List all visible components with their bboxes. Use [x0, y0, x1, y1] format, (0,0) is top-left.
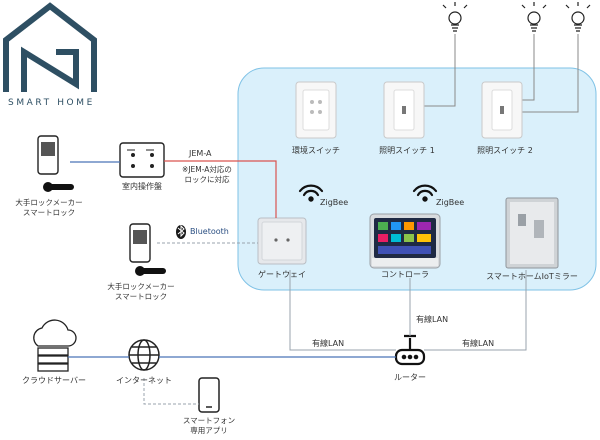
cloud-server-label: クラウドサーバー [22, 376, 86, 385]
env-switch-device [295, 81, 337, 139]
iot-mirror-device [505, 197, 559, 269]
controller-label: コントローラ [381, 270, 429, 279]
lan-gateway-label: 有線LAN [312, 339, 345, 348]
light-switch-2-device [481, 81, 523, 139]
jem-note-line2: ロックに対応 [184, 175, 230, 184]
cloud-server-icon [33, 319, 77, 372]
light-switch-2-label: 照明スイッチ 2 [477, 146, 533, 155]
lock2-label-line2: スマートロック [114, 292, 168, 301]
brand-name: SMART HOME [8, 98, 95, 108]
router-label: ルーター [394, 373, 426, 382]
smart-lock-icon [129, 223, 166, 276]
smartphone-icon [198, 377, 220, 413]
link-gateway-router [289, 270, 396, 351]
zigbee-wifi-icon [298, 184, 324, 202]
bulb-wires [420, 34, 579, 113]
house-logo-icon [3, 2, 97, 92]
gateway-label: ゲートウェイ [258, 270, 306, 279]
smartphone-label-line1: スマートフォン [182, 416, 236, 425]
bulb-icon [565, 2, 591, 32]
lock1-label-line1: 大手ロックメーカー [15, 198, 83, 207]
lan-mirror-label: 有線LAN [462, 339, 495, 348]
controller-device [369, 213, 441, 269]
jem-a-label: JEM-A [189, 149, 212, 158]
link-internet-phone [143, 378, 199, 405]
lock2-label-line1: 大手ロックメーカー [107, 282, 175, 291]
globe-icon [128, 339, 160, 371]
smartphone-label-line2: 専用アプリ [190, 426, 228, 435]
zigbee-label-2: ZigBee [436, 198, 465, 207]
internet-label: インターネット [116, 376, 172, 385]
router-icon [394, 334, 426, 366]
bulb-icon [442, 2, 468, 32]
light-switch-1-device [383, 81, 425, 139]
env-switch-label: 環境スイッチ [292, 146, 340, 155]
lan-controller-label: 有線LAN [416, 315, 449, 324]
lock1-label-line2: スマートロック [22, 208, 76, 217]
smart-lock-icon [37, 135, 74, 192]
indoor-panel-icon [119, 142, 165, 178]
gateway-device [257, 217, 307, 265]
zigbee-label-1: ZigBee [320, 198, 349, 207]
zigbee-wifi-icon [412, 184, 438, 202]
jem-note-line1: ※JEM-A対応の [182, 165, 232, 174]
link-mirror-router [424, 270, 527, 351]
indoor-panel-label: 室内操作盤 [122, 182, 162, 191]
bulb-icon [521, 2, 547, 32]
bluetooth-label: Bluetooth [190, 227, 229, 236]
light-switch-1-label: 照明スイッチ 1 [379, 146, 435, 155]
bluetooth-icon [176, 224, 186, 239]
mirror-label: スマートホームIoTミラー [486, 272, 578, 281]
link-panel-jem-a [164, 160, 277, 218]
